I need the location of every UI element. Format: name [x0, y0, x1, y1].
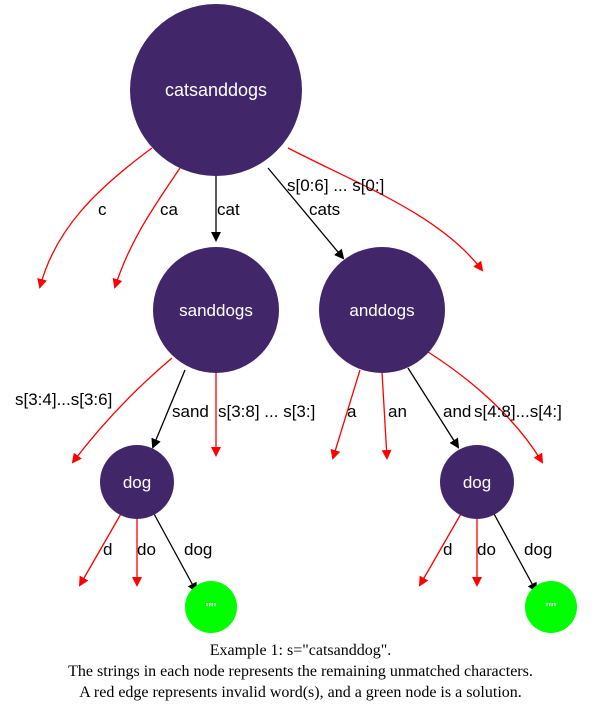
edge-label-dogl-do: do: [137, 540, 156, 559]
edge-dogr-dog: [492, 511, 537, 593]
caption-line-3: A red edge represents invalid word(s), a…: [79, 684, 522, 701]
node-solution-right-label: "": [546, 600, 557, 617]
node-dog-left-label: dog: [123, 473, 151, 492]
node-dog-right: [440, 445, 514, 519]
edge-label-root-cat: cat: [217, 200, 240, 219]
edge-label-and-a: a: [347, 402, 357, 421]
edge-and-right: [427, 351, 544, 464]
edge-label-and-an: an: [388, 402, 407, 421]
edge-and-and: [407, 367, 460, 449]
edge-dogl-dog: [152, 511, 197, 593]
edge-label-root-cats-line2: cats: [309, 200, 340, 219]
node-solution-left-label: "": [206, 600, 217, 617]
edge-label-root-cats-line1: s[0:6] ... s[0:]: [287, 176, 384, 195]
node-root: [130, 4, 302, 176]
node-anddogs-label: anddogs: [349, 301, 414, 320]
edge-label-sand-left: s[3:4]...s[3:6]: [15, 390, 112, 409]
node-dog-right-label: dog: [463, 473, 491, 492]
edge-label-dogl-dog: dog: [184, 540, 212, 559]
edge-root-cats: [267, 167, 345, 260]
edge-label-and-right: s[4:8]...s[4:]: [474, 402, 562, 421]
edge-and-a: [330, 369, 361, 460]
edge-label-dogr-dog: dog: [524, 540, 552, 559]
node-root-label: catsanddogs: [165, 80, 267, 100]
edge-root-right: [287, 147, 484, 272]
edge-root-ca: [112, 167, 181, 289]
node-anddogs: [319, 247, 445, 373]
edge-label-sand-sand: sand: [172, 402, 209, 421]
edge-label-sand-right: s[3:8] ... s[3:]: [218, 402, 315, 421]
node-sanddogs: [153, 247, 279, 373]
edge-dogr-d: [419, 511, 463, 587]
edge-sand-left: [71, 357, 173, 464]
caption-line-1: Example 1: s="catsanddog".: [209, 642, 392, 659]
edge-label-dogr-do: do: [477, 540, 496, 559]
caption-line-2: The strings in each node represents the …: [68, 663, 533, 680]
edge-and-an: [381, 371, 392, 460]
edge-sand-sand: [151, 369, 186, 449]
node-solution-right: [525, 581, 577, 633]
edge-dogl-d: [79, 511, 123, 587]
node-dog-left: [100, 445, 174, 519]
edge-label-dogr-d: d: [443, 540, 452, 559]
node-sanddogs-label: sanddogs: [179, 301, 253, 320]
edge-label-root-ca: ca: [160, 200, 179, 219]
edge-root-c: [37, 147, 153, 289]
edge-label-root-c: c: [98, 200, 107, 219]
edge-label-and-and: and: [443, 402, 471, 421]
edge-label-dogl-d: d: [103, 540, 112, 559]
node-solution-left: [185, 581, 237, 633]
